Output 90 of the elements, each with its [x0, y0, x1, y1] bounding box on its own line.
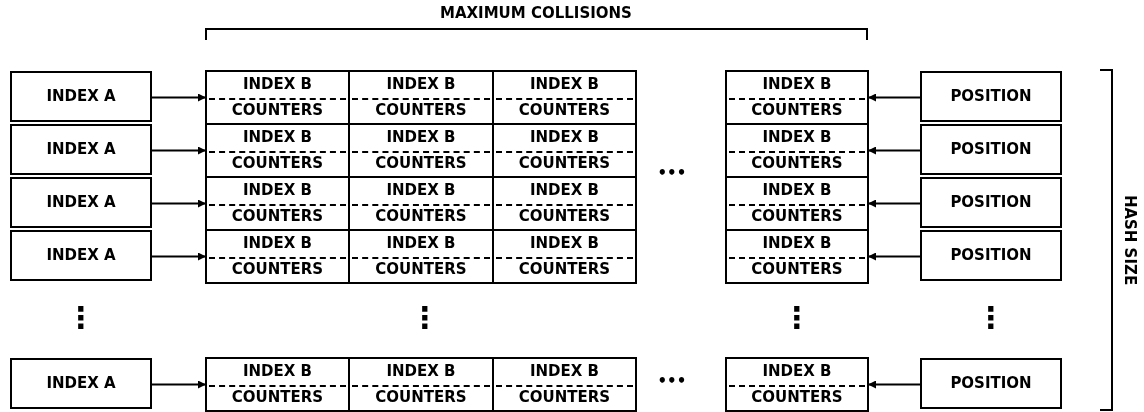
cell-heading: INDEX B — [529, 363, 600, 381]
box-label: INDEX A — [46, 247, 116, 264]
label-box — [10, 230, 152, 281]
cell-heading: INDEX B — [242, 76, 313, 94]
table-cell — [492, 70, 637, 125]
cell-heading: INDEX B — [242, 363, 313, 381]
cell-heading: INDEX B — [386, 363, 456, 381]
axis-title: HASH SIZE — [1121, 194, 1140, 286]
label-box — [920, 124, 1062, 175]
box-label: POSITION — [950, 88, 1032, 105]
axis-title: MAXIMUM COLLISIONS — [440, 4, 632, 22]
cell-value: COUNTERS — [518, 260, 611, 278]
cell-value: COUNTERS — [231, 388, 324, 406]
cell-heading: INDEX B — [386, 76, 456, 94]
table-cell — [205, 357, 350, 412]
cell-heading: INDEX B — [386, 235, 456, 253]
ellipsis: ⋮ — [782, 300, 812, 335]
box-label: POSITION — [950, 141, 1032, 158]
arrow — [868, 146, 921, 155]
cell-value: COUNTERS — [518, 154, 611, 172]
ellipsis: ⋮ — [410, 300, 440, 335]
cell-heading: INDEX B — [529, 235, 600, 253]
cell-value: COUNTERS — [375, 101, 467, 119]
arrow — [868, 93, 921, 102]
box-label: POSITION — [950, 194, 1032, 211]
box-label: POSITION — [950, 375, 1032, 392]
cell-heading: INDEX B — [762, 76, 832, 94]
box-label: INDEX A — [46, 194, 116, 211]
ellipsis: ••• — [657, 164, 687, 182]
cell-heading: INDEX B — [529, 182, 600, 200]
table-cell — [725, 123, 869, 178]
table-cell — [492, 357, 637, 412]
box-label: INDEX A — [46, 375, 116, 392]
ellipsis: ⋮ — [976, 300, 1006, 335]
table-cell — [725, 70, 869, 125]
cell-value: COUNTERS — [751, 260, 843, 278]
label-box — [10, 71, 152, 122]
cell-value: COUNTERS — [231, 154, 324, 172]
arrow — [151, 146, 206, 155]
cell-heading: INDEX B — [529, 129, 600, 147]
cell-value: COUNTERS — [375, 260, 467, 278]
arrow — [868, 252, 921, 261]
cell-heading: INDEX B — [242, 129, 313, 147]
arrow — [868, 380, 921, 389]
cell-heading: INDEX B — [762, 363, 832, 381]
ellipsis: ⋮ — [66, 300, 96, 335]
cell-heading: INDEX B — [762, 182, 832, 200]
box-label: INDEX A — [46, 141, 116, 158]
table-cell — [725, 357, 869, 412]
label-box — [10, 124, 152, 175]
cell-value: COUNTERS — [375, 388, 467, 406]
cell-heading: INDEX B — [529, 76, 600, 94]
cell-value: COUNTERS — [231, 101, 324, 119]
cell-heading: INDEX B — [242, 235, 313, 253]
box-label: POSITION — [950, 247, 1032, 264]
cell-value: COUNTERS — [751, 207, 843, 225]
cell-value: COUNTERS — [518, 207, 611, 225]
arrow — [151, 199, 206, 208]
arrow — [151, 380, 206, 389]
label-box — [920, 71, 1062, 122]
cell-heading: INDEX B — [762, 235, 832, 253]
cell-value: COUNTERS — [751, 154, 843, 172]
cell-heading: INDEX B — [386, 129, 456, 147]
cell-value: COUNTERS — [231, 260, 324, 278]
label-box — [920, 230, 1062, 281]
ellipsis: ••• — [657, 372, 687, 390]
table-cell — [725, 176, 869, 231]
arrow — [868, 199, 921, 208]
label-box — [10, 177, 152, 228]
table-cell — [725, 229, 869, 284]
table-cell — [348, 357, 494, 412]
arrow — [151, 93, 206, 102]
cell-value: COUNTERS — [375, 207, 467, 225]
cell-value: COUNTERS — [751, 388, 843, 406]
arrow — [151, 252, 206, 261]
label-box — [920, 177, 1062, 228]
cell-heading: INDEX B — [242, 182, 313, 200]
cell-value: COUNTERS — [518, 388, 611, 406]
cell-value: COUNTERS — [375, 154, 467, 172]
label-box — [920, 358, 1062, 409]
cell-value: COUNTERS — [518, 101, 611, 119]
label-box — [10, 358, 152, 409]
table-cell — [205, 70, 350, 125]
cell-heading: INDEX B — [762, 129, 832, 147]
cell-heading: INDEX B — [386, 182, 456, 200]
cell-value: COUNTERS — [231, 207, 324, 225]
table-cell — [205, 229, 350, 284]
table-cell — [492, 229, 637, 284]
box-label: INDEX A — [46, 88, 116, 105]
cell-value: COUNTERS — [751, 101, 843, 119]
